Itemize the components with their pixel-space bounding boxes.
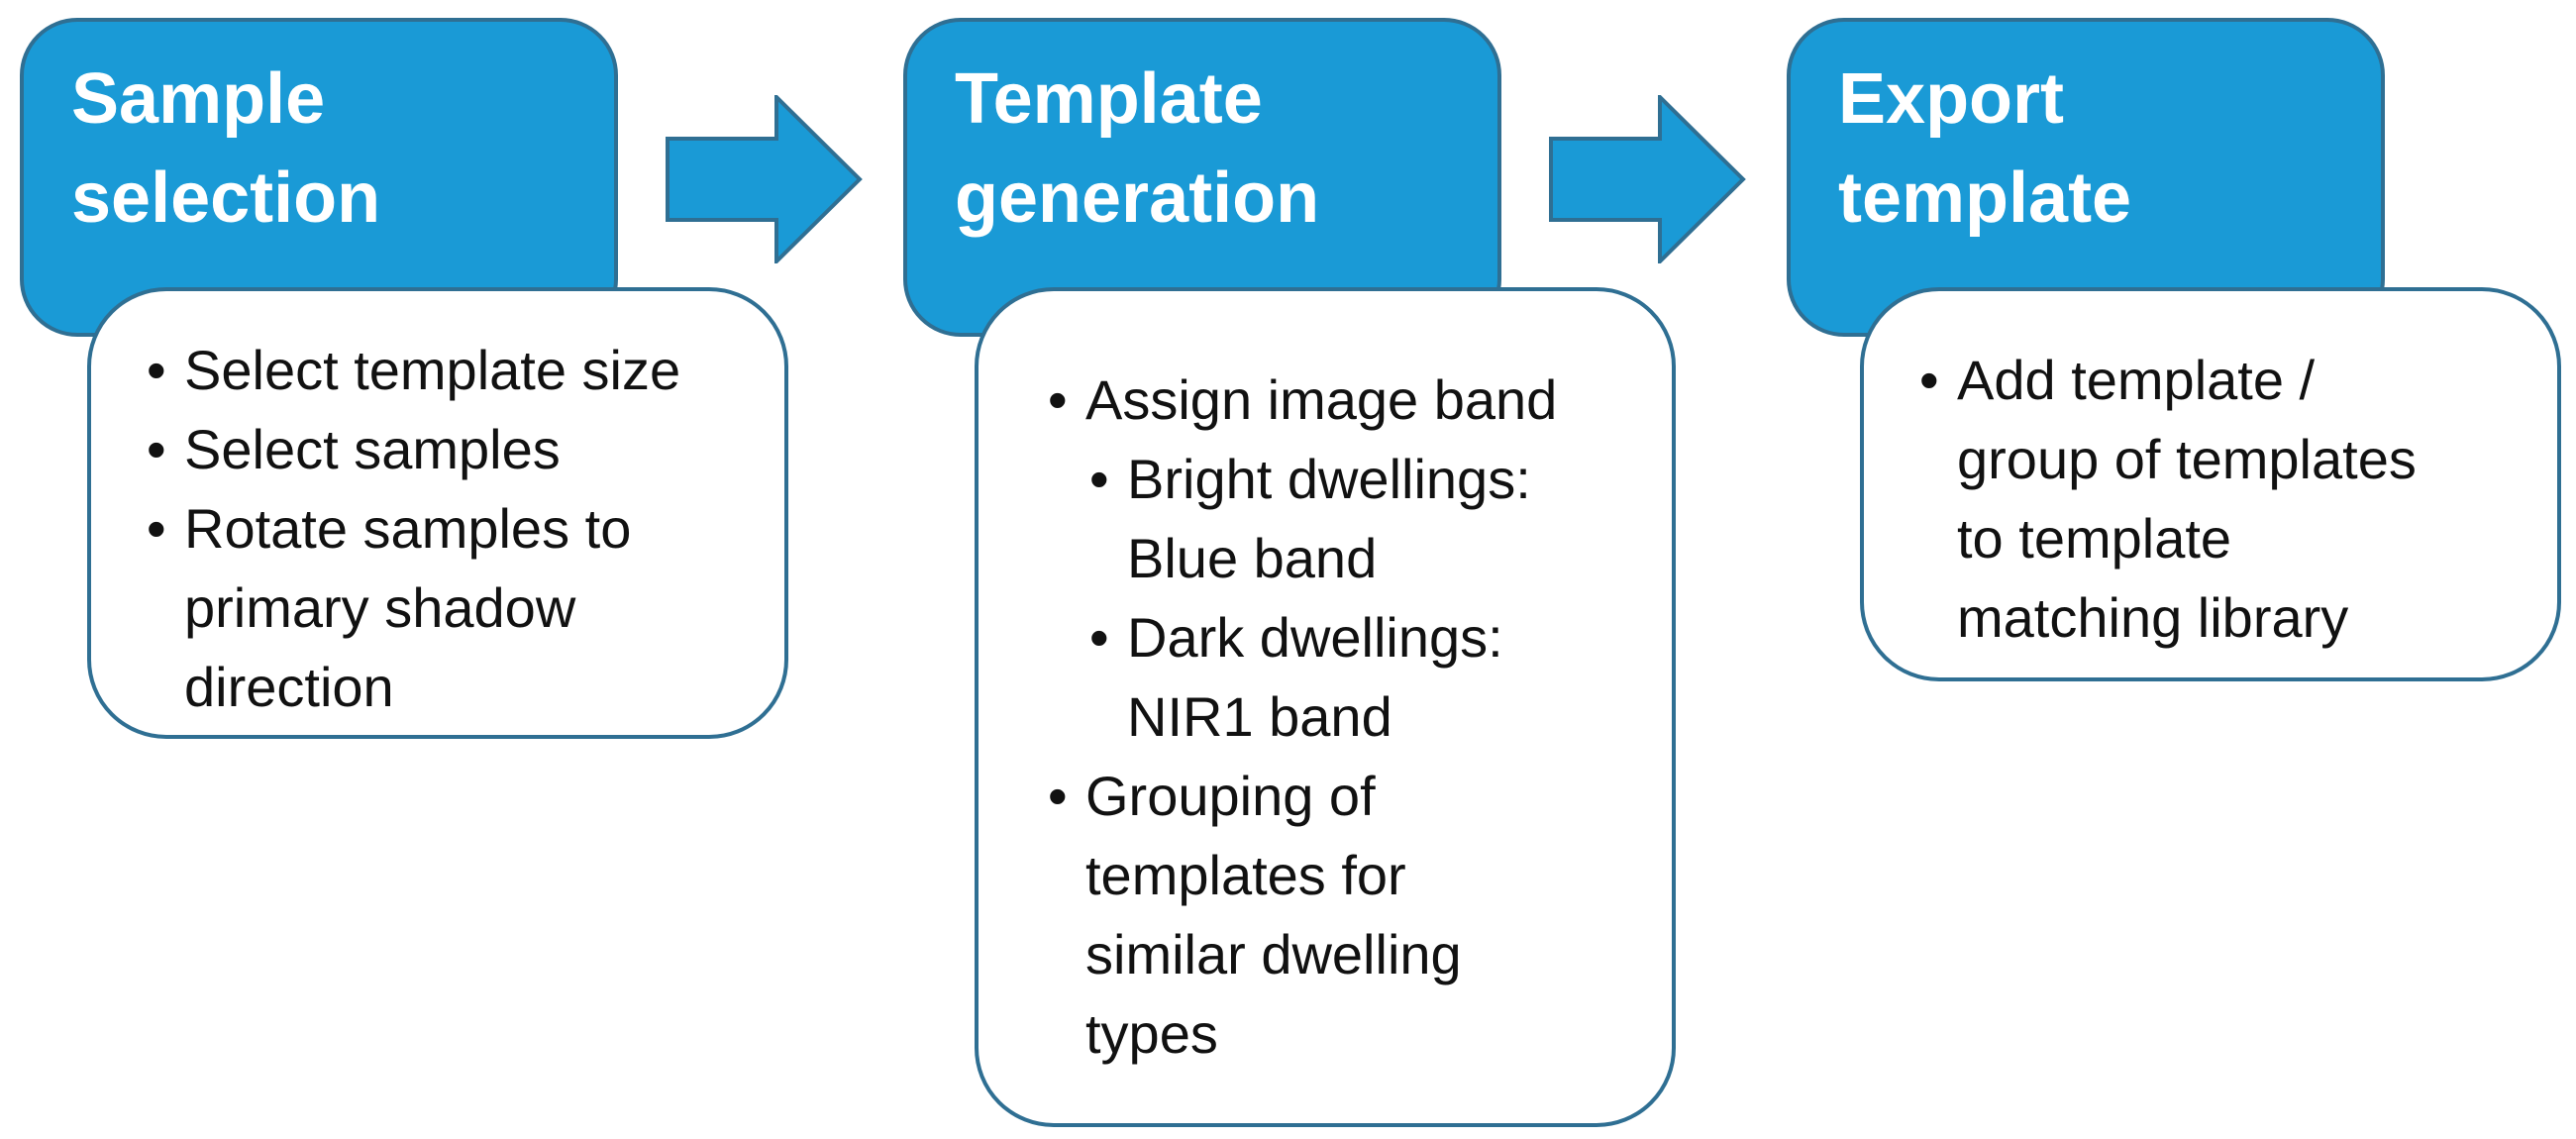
step-3-title-line-1: Export: [1838, 59, 2065, 139]
step-2-bullet-list: Assign image band Bright dwellings: Blue…: [1048, 361, 1642, 1074]
step-2-content-box: Assign image band Bright dwellings: Blue…: [975, 287, 1676, 1127]
step-2-title-line-1: Template: [955, 59, 1263, 139]
step-1-bullet-1: Select template size: [147, 331, 755, 410]
step-3-bullet-list: Add template / group of templates to tem…: [1919, 341, 2527, 658]
step-2-bullet-2: Grouping of templates for similar dwelli…: [1048, 757, 1642, 1074]
step-2-sub-bullet-2: Dark dwellings: NIR1 band: [1089, 598, 1642, 757]
step-1-content-box: Select template size Select samples Rota…: [87, 287, 788, 739]
step-1-bullet-3: Rotate samples to primary shadow directi…: [147, 489, 755, 727]
step-1-title-line-1: Sample: [71, 59, 326, 139]
right-arrow-icon: [666, 95, 863, 263]
right-arrow-icon: [1549, 95, 1746, 263]
step-2-title-line-2: generation: [955, 158, 1320, 238]
step-1-title-line-2: selection: [71, 158, 381, 238]
step-2-sub-bullet-1: Bright dwellings: Blue band: [1089, 440, 1642, 598]
step-3-content-box: Add template / group of templates to tem…: [1860, 287, 2561, 681]
step-1-bullet-2: Select samples: [147, 410, 755, 489]
step-1-bullet-list: Select template size Select samples Rota…: [147, 331, 755, 727]
step-2-header: Template generation: [903, 18, 1501, 337]
step-1-header: Sample selection: [20, 18, 618, 337]
step-3-bullet-1: Add template / group of templates to tem…: [1919, 341, 2527, 658]
step-2-bullet-1: Assign image band: [1048, 361, 1642, 440]
step-3-title-line-2: template: [1838, 158, 2132, 238]
